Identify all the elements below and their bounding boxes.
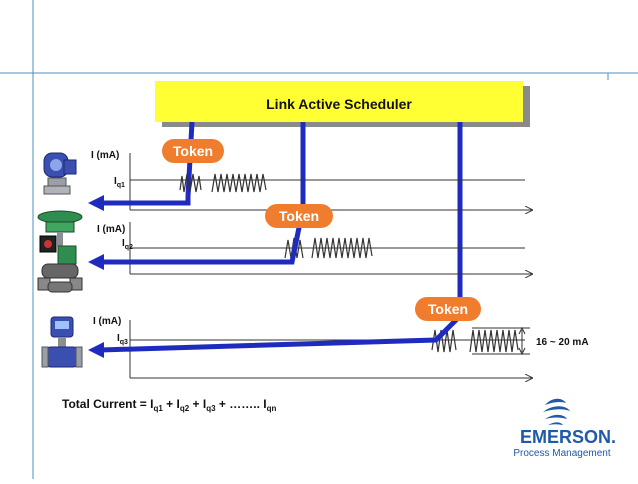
token-label: Token: [173, 143, 213, 159]
range-arrowheads: [518, 326, 526, 356]
current-label-2: Iq2: [122, 238, 133, 251]
pressure-transmitter-icon: [43, 152, 77, 195]
token-2: Token: [265, 204, 333, 228]
token-3: Token: [415, 297, 481, 321]
scheduler-label: Link Active Scheduler: [266, 96, 412, 112]
channel-2-axes: [129, 222, 532, 274]
axis-label-3: I (mA): [93, 316, 121, 327]
token-1: Token: [162, 139, 224, 163]
waveform-1: [179, 173, 267, 193]
emerson-emblem-icon: [543, 398, 570, 425]
total-current-formula: Total Current = Iq1 + Iq2 + Iq3 + …….. I…: [62, 397, 276, 413]
token-label: Token: [279, 208, 319, 224]
range-label: 16 ~ 20 mA: [536, 337, 589, 348]
return-arrow-1: [88, 195, 191, 211]
emerson-logo: EMERSON. Process Management: [513, 398, 616, 459]
control-valve-icon: [37, 210, 83, 293]
emerson-tagline: Process Management: [513, 448, 610, 459]
link-active-scheduler: Link Active Scheduler: [155, 81, 530, 127]
waveform-2: [284, 237, 373, 259]
current-label-1: Iq1: [114, 176, 125, 189]
current-label-3: Iq3: [117, 333, 128, 346]
return-arrow-3: [88, 296, 463, 358]
axis-label-2: I (mA): [97, 224, 125, 235]
axis-label-1: I (mA): [91, 150, 119, 161]
flowmeter-icon: [41, 316, 83, 368]
emerson-brand: EMERSON.: [520, 427, 616, 447]
token-label: Token: [428, 301, 468, 317]
